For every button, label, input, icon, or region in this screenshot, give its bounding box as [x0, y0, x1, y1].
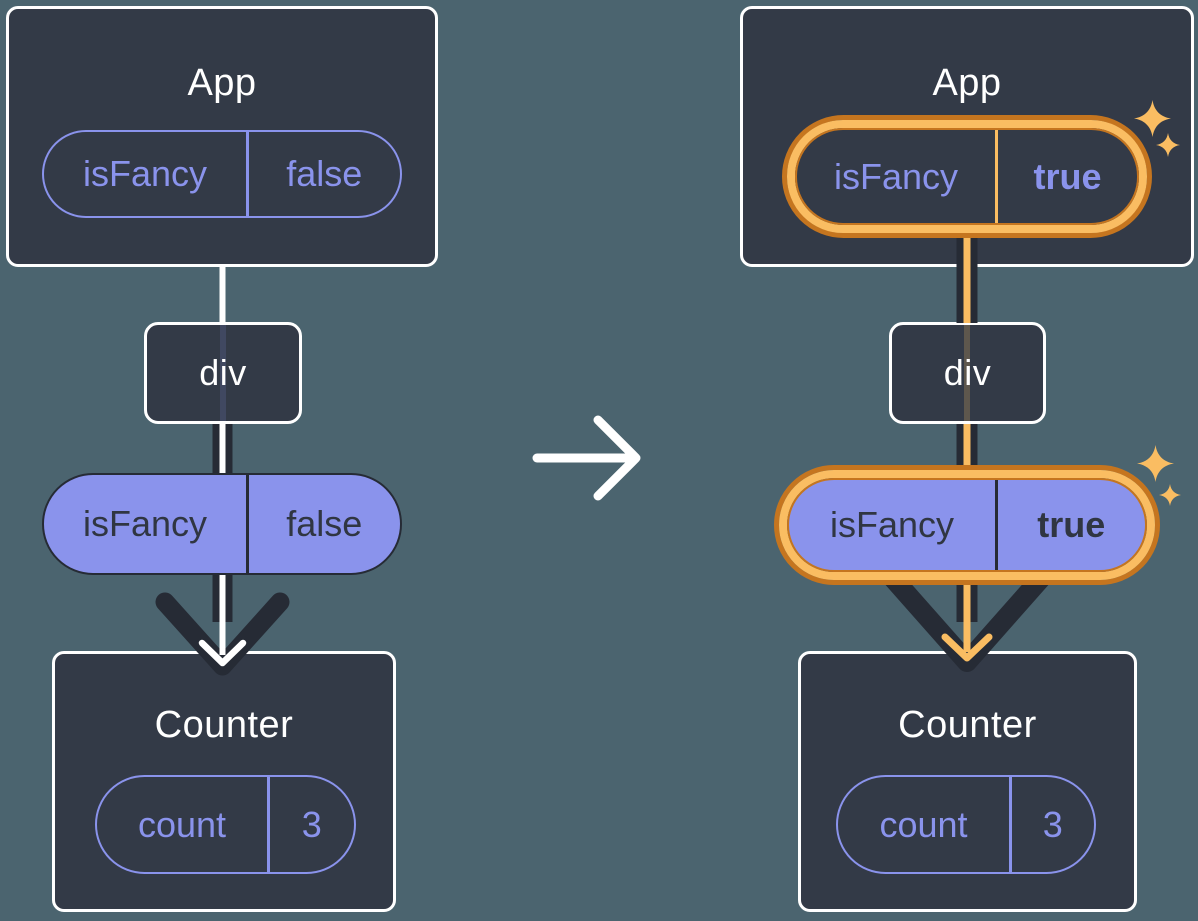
state-value-cell: 3 — [1012, 777, 1095, 872]
state-pill-count-left: count 3 — [95, 775, 356, 874]
prop-value-cell: true — [998, 480, 1146, 570]
component-title: App — [932, 62, 1002, 104]
prop-name: isFancy — [82, 153, 208, 194]
prop-name-cell: isFancy — [797, 130, 995, 223]
component-title: div — [943, 352, 992, 393]
prop-name: isFancy — [833, 155, 959, 197]
state-value: 3 — [301, 803, 322, 845]
prop-name-cell: isFancy — [789, 480, 995, 570]
component-title: Counter — [898, 704, 1037, 746]
pill-divider — [246, 475, 249, 573]
prop-value: true — [1037, 504, 1106, 545]
sparkle-icon — [1137, 445, 1174, 482]
state-value: 3 — [1042, 803, 1063, 845]
prop-value: true — [1033, 155, 1102, 197]
prop-value-cell: true — [998, 130, 1137, 223]
prop-pill-app-right: isFancy true — [795, 128, 1139, 225]
sparkle-icon — [1134, 100, 1171, 137]
sparkle-icon — [1159, 484, 1181, 506]
flow-arrowhead-right — [881, 566, 1053, 672]
prop-name-cell: isFancy — [44, 132, 246, 216]
prop-pill-flow-left: isFancy false — [42, 473, 402, 575]
state-name: count — [879, 803, 968, 845]
highlight-ring-inner — [787, 120, 1147, 233]
transition-arrow-icon — [532, 415, 641, 501]
state-pill-count-right: count 3 — [836, 775, 1096, 874]
counter-card-left: Counter count 3 — [52, 651, 396, 912]
prop-name: isFancy — [829, 504, 955, 545]
component-title: Counter — [154, 704, 294, 746]
component-title: div — [199, 352, 247, 393]
prop-value-cell: false — [249, 475, 401, 573]
div-card-right: div — [889, 322, 1046, 424]
prop-value: false — [286, 503, 363, 544]
component-title: App — [187, 62, 257, 104]
sparkle-icon — [1156, 133, 1180, 157]
prop-pill-flow-right: isFancy true — [787, 478, 1147, 572]
div-card-left: div — [144, 322, 302, 424]
prop-value: false — [286, 153, 363, 194]
pill-divider — [246, 132, 249, 216]
state-name-cell: count — [838, 777, 1009, 872]
state-value-cell: 3 — [270, 777, 355, 872]
prop-passthrough-line — [220, 325, 226, 421]
prop-name-cell: isFancy — [44, 475, 246, 573]
pill-divider — [267, 777, 270, 872]
pill-divider — [1009, 777, 1012, 872]
counter-card-right: Counter count 3 — [798, 651, 1137, 912]
state-name: count — [137, 803, 227, 845]
pill-divider — [995, 130, 998, 223]
prop-value-cell: false — [249, 132, 401, 216]
prop-pill-app-left: isFancy false — [42, 130, 402, 218]
prop-pill-app-right-highlight: isFancy true — [782, 115, 1152, 238]
prop-pill-flow-right-highlight: isFancy true — [774, 465, 1160, 585]
prop-passthrough-line — [964, 325, 970, 421]
prop-name: isFancy — [82, 503, 208, 544]
pill-divider — [995, 480, 998, 570]
state-name-cell: count — [97, 777, 267, 872]
